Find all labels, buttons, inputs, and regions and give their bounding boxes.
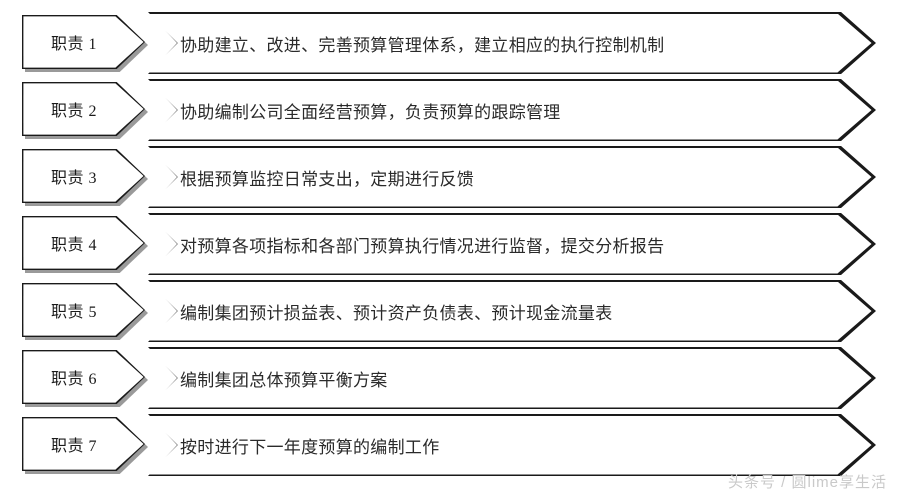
responsibility-arrow-shape-3: 根据预算监控日常支出，定期进行反馈 <box>148 146 876 208</box>
watermark: 头条号 / 圆lime享生活 <box>727 474 887 491</box>
responsibility-description-text: 根据预算监控日常支出，定期进行反馈 <box>180 169 475 189</box>
responsibility-row: 职责 7 按时进行下一年度预算的编制工作 <box>0 414 903 481</box>
responsibility-label-shape-1: 职责 1 <box>22 15 148 72</box>
responsibility-description-text: 对预算各项指标和各部门预算执行情况进行监督，提交分析报告 <box>180 236 665 256</box>
responsibility-arrow-shape-1: 协助建立、改进、完善预算管理体系，建立相应的执行控制机制 <box>148 12 876 74</box>
label-interior <box>23 150 144 202</box>
responsibility-row: 职责 5 编制集团预计损益表、预计资产负债表、预计现金流量表 <box>0 280 903 347</box>
arrow-interior <box>148 214 872 274</box>
responsibility-label-shape-3: 职责 3 <box>22 149 148 206</box>
responsibility-label-shape-2: 职责 2 <box>22 82 148 139</box>
responsibility-arrow-shape-7: 按时进行下一年度预算的编制工作 <box>148 414 876 476</box>
responsibility-arrow-shape-4: 对预算各项指标和各部门预算执行情况进行监督，提交分析报告 <box>148 213 876 275</box>
responsibility-arrow-shape-2: 协助编制公司全面经营预算，负责预算的跟踪管理 <box>148 79 876 141</box>
arrow-interior <box>148 348 872 408</box>
responsibility-arrow-shape-5: 编制集团预计损益表、预计资产负债表、预计现金流量表 <box>148 280 876 342</box>
responsibility-label-text: 职责 6 <box>50 371 97 388</box>
arrow-interior <box>148 281 872 341</box>
responsibility-description-text: 协助编制公司全面经营预算，负责预算的跟踪管理 <box>180 102 561 122</box>
label-interior <box>23 351 144 403</box>
responsibility-label-shape-7: 职责 7 <box>22 417 148 474</box>
label-interior <box>23 217 144 269</box>
arrow-interior <box>148 415 872 475</box>
responsibility-label-text: 职责 7 <box>50 438 97 455</box>
responsibility-label-text: 职责 5 <box>50 304 97 321</box>
responsibility-row: 职责 2 协助编制公司全面经营预算，负责预算的跟踪管理 <box>0 79 903 146</box>
responsibility-label-shape-4: 职责 4 <box>22 216 148 273</box>
responsibility-label-shape-5: 职责 5 <box>22 283 148 340</box>
responsibility-label-text: 职责 4 <box>50 237 97 254</box>
responsibility-row: 职责 1 协助建立、改进、完善预算管理体系，建立相应的执行控制机制 <box>0 12 903 79</box>
responsibility-row: 职责 4 对预算各项指标和各部门预算执行情况进行监督，提交分析报告 <box>0 213 903 280</box>
arrow-interior <box>148 147 872 207</box>
label-interior <box>23 83 144 135</box>
responsibility-description-text: 编制集团总体预算平衡方案 <box>180 370 388 390</box>
responsibility-row: 职责 3 根据预算监控日常支出，定期进行反馈 <box>0 146 903 213</box>
responsibility-arrow-shape-6: 编制集团总体预算平衡方案 <box>148 347 876 409</box>
arrow-interior <box>148 13 872 73</box>
arrow-interior <box>148 80 872 140</box>
responsibility-description-text: 按时进行下一年度预算的编制工作 <box>180 437 440 457</box>
responsibility-label-shape-6: 职责 6 <box>22 350 148 407</box>
responsibility-label-text: 职责 2 <box>50 103 97 120</box>
responsibility-row: 职责 6 编制集团总体预算平衡方案 <box>0 347 903 414</box>
label-interior <box>23 284 144 336</box>
label-interior <box>23 418 144 470</box>
label-interior <box>23 16 144 68</box>
responsibility-description-text: 编制集团预计损益表、预计资产负债表、预计现金流量表 <box>180 303 613 323</box>
responsibility-label-text: 职责 3 <box>50 170 97 187</box>
responsibility-label-text: 职责 1 <box>50 36 97 53</box>
responsibility-description-text: 协助建立、改进、完善预算管理体系，建立相应的执行控制机制 <box>180 35 665 55</box>
